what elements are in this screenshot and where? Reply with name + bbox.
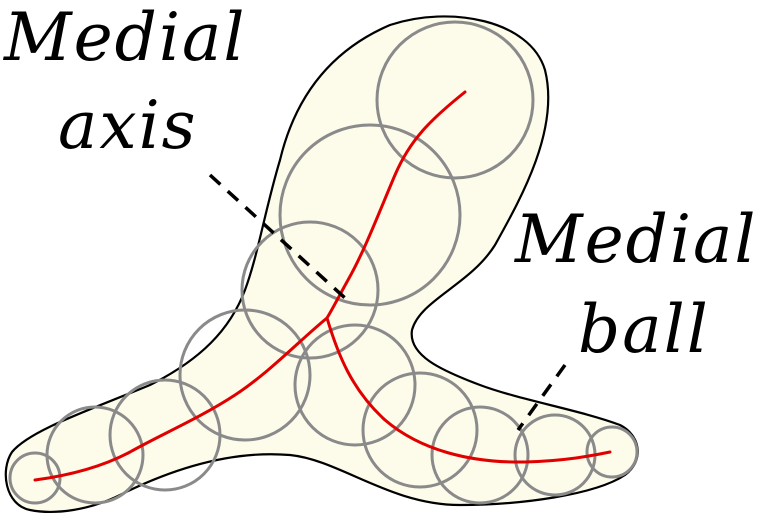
medial-ball-leader: [516, 363, 567, 432]
medial-ball: [430, 405, 530, 505]
shape-outline: [4, 15, 639, 513]
medial-ball: [278, 123, 462, 307]
medial-axis-leader: [208, 173, 347, 300]
medial-axis-main-branch: [33, 90, 467, 482]
medial-ball: [361, 371, 479, 489]
medial-ball-label-line1: Medial: [514, 201, 757, 278]
medial-ball: [45, 405, 145, 505]
medial-axis-curves: [33, 90, 612, 482]
medial-ball: [585, 425, 639, 479]
medial-ball: [293, 323, 417, 447]
medial-ball: [8, 451, 62, 505]
medial-balls: [8, 20, 639, 505]
medial-axis-label-line1: Medial: [3, 0, 246, 76]
medial-axis-side-branch: [325, 316, 612, 464]
medial-ball-label-line2: ball: [578, 291, 710, 368]
medial-axis-label-line2: axis: [58, 87, 198, 164]
medial-ball: [375, 20, 535, 180]
medial-ball: [240, 220, 380, 360]
